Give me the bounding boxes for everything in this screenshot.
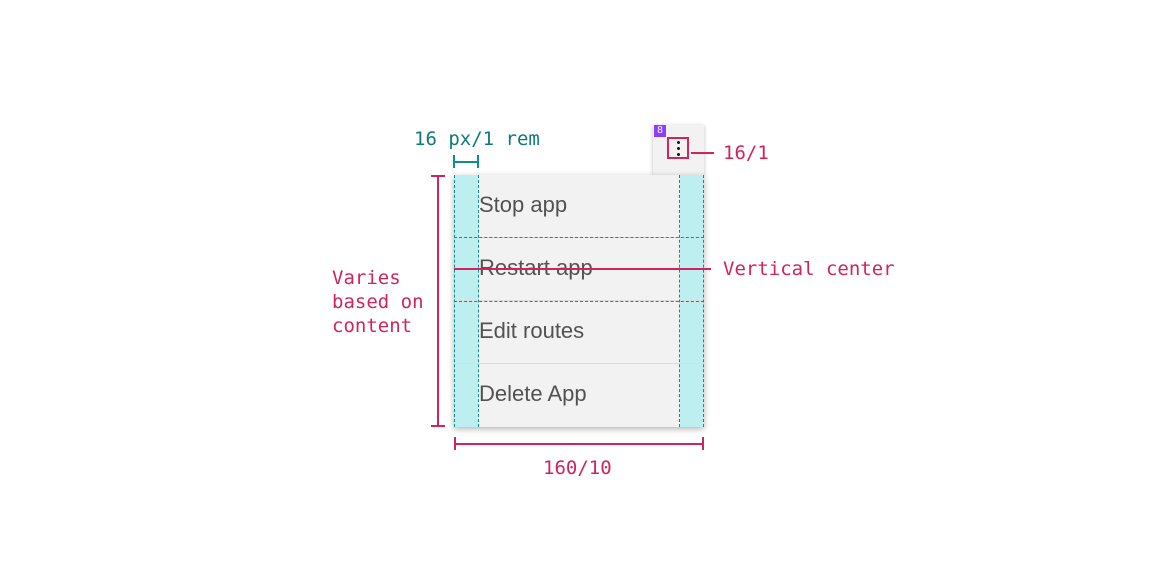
vertical-center-line [454, 268, 711, 270]
overflow-menu-vertical-icon[interactable] [667, 137, 689, 159]
width-measure-tick [454, 437, 456, 450]
width-measure-tick [702, 437, 704, 450]
height-measure-tick [431, 175, 445, 177]
vertical-center-annotation: Vertical center [723, 258, 895, 280]
padding-annotation: 16 px/1 rem [414, 128, 540, 150]
height-measure-line [437, 175, 439, 427]
menu-item-delete-app[interactable]: Delete App [454, 364, 704, 427]
padding-measure-tick [477, 155, 479, 168]
menu-item-edit-routes[interactable]: Edit routes [454, 301, 704, 364]
menu-item-restart-app[interactable]: Restart app [454, 238, 704, 301]
menu-item-label: Restart app [479, 255, 593, 280]
icon-size-annotation: 16/1 [723, 142, 769, 164]
guide-row-divider [454, 301, 704, 302]
icon-size-leader [691, 152, 714, 154]
menu-item-label: Stop app [479, 192, 568, 217]
width-measure-line [454, 443, 704, 445]
height-measure-tick [431, 425, 445, 427]
icon-size-highlight [667, 137, 689, 159]
spacing-badge: 8 [654, 125, 666, 137]
menu-item-label: Delete App [479, 381, 587, 406]
menu-item-label: Edit routes [479, 318, 585, 343]
guide-row-divider [454, 237, 704, 238]
height-annotation-line3: content [332, 315, 413, 337]
width-annotation: 160/10 [543, 457, 612, 479]
padding-measure-tick [453, 155, 455, 168]
height-annotation-line2: based on [332, 291, 424, 313]
height-annotation-line1: Varies [332, 267, 401, 289]
menu-item-stop-app[interactable]: Stop app [454, 175, 704, 238]
padding-measure-line [454, 161, 478, 163]
